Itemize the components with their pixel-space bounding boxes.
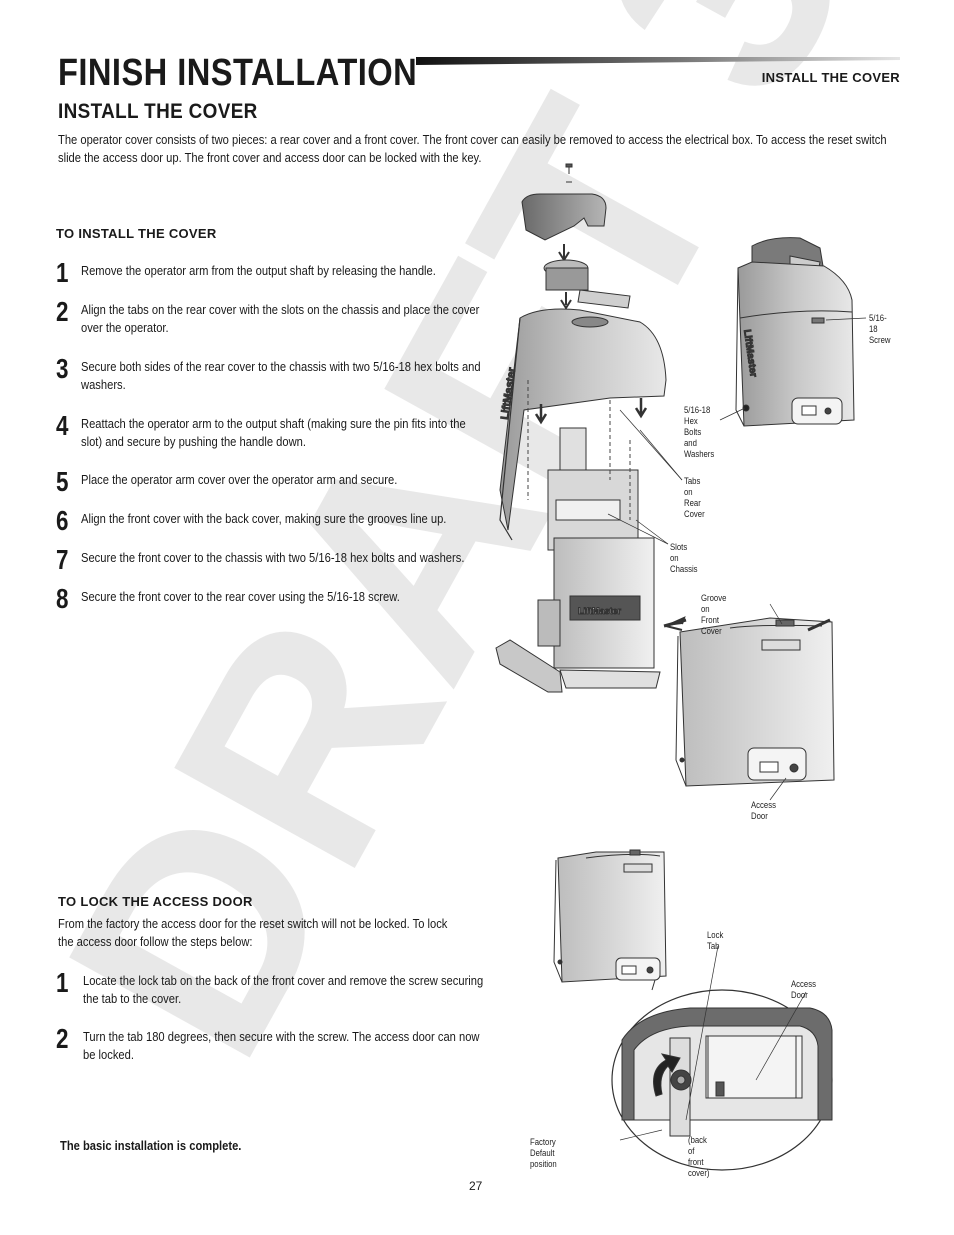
callout-lock-tab: Lock Tab: [707, 930, 724, 951]
step-text: Turn the tab 180 degrees, then secure wi…: [83, 1029, 480, 1062]
step-text: Secure the front cover to the chassis wi…: [81, 550, 465, 565]
output-shaft: [543, 259, 631, 309]
chassis: LiftMaster: [495, 427, 661, 693]
completion-note: The basic installation is complete.: [60, 1138, 242, 1153]
callout-tabs: Tabs on Rear Cover: [684, 476, 705, 519]
lock-intro: From the factory the access door for the…: [58, 916, 448, 949]
callout-leaders: [607, 317, 867, 1141]
step-number: 2: [56, 296, 69, 327]
callout-line: Hex Bolts: [684, 416, 702, 437]
section-intro: The operator cover consists of two piece…: [58, 132, 887, 165]
callout-screw: 5/16-18 Screw: [869, 313, 891, 346]
install-heading: TO INSTALL THE COVER: [56, 226, 217, 241]
step-number: 1: [56, 967, 69, 998]
step-number: 1: [56, 257, 69, 288]
callout-access-door: Access Door: [751, 800, 776, 821]
header-section-label: INSTALL THE COVER: [761, 70, 900, 85]
step-text: Reattach the operator arm to the output …: [81, 416, 466, 449]
callout-hex-bolts: 5/16-18 Hex Bolts and Washers: [684, 405, 714, 460]
step-text: Remove the operator arm from the output …: [81, 263, 436, 278]
step-number: 3: [56, 353, 69, 384]
callout-groove: Groove on Front Cover: [701, 593, 727, 636]
page-title: FINISH INSTALLATION: [58, 52, 418, 94]
callout-line: 5/16-18: [869, 313, 887, 334]
step-text: Locate the lock tab on the back of the f…: [83, 973, 484, 1006]
callout-line: and Washers: [684, 438, 715, 459]
arm-cover: [521, 193, 607, 241]
step-text: Align the tabs on the rear cover with th…: [81, 302, 480, 335]
assembled-operator-illustration: LiftMaster: [735, 237, 855, 427]
step-number: 8: [56, 583, 69, 614]
callout-back-of-cover: (back of front cover): [688, 1135, 710, 1178]
callout-factory-default: Factory Default position: [530, 1137, 557, 1169]
rear-cover: [499, 308, 667, 531]
callout-line: 5/16-18: [684, 405, 711, 415]
callout-access-door-lock: Access Door: [791, 979, 816, 1000]
exploded-assembly-illustration: LiftMaster LiftMaster: [495, 163, 667, 693]
step-text: Align the front cover with the back cove…: [81, 511, 447, 526]
section-title: INSTALL THE COVER: [58, 100, 258, 123]
rotate-arrow-icon: [653, 1053, 681, 1097]
lock-heading: TO LOCK THE ACCESS DOOR: [58, 894, 253, 909]
callout-line: Screw: [869, 335, 891, 345]
lock-diagram-illustration: [553, 849, 833, 1171]
step-number: 6: [56, 505, 69, 536]
step-number: 4: [56, 410, 69, 441]
step-text: Place the operator arm cover over the op…: [81, 472, 398, 487]
step-number: 5: [56, 466, 69, 497]
header-rule: [416, 57, 900, 65]
page-number: 27: [469, 1179, 483, 1193]
callout-slots: Slots on Chassis: [670, 542, 698, 574]
screw-icon: [565, 163, 573, 183]
step-text: Secure the front cover to the rear cover…: [81, 589, 400, 604]
step-number: 2: [56, 1023, 69, 1054]
step-number: 7: [56, 544, 69, 575]
front-cover-illustration: [663, 616, 835, 787]
step-text: Secure both sides of the rear cover to t…: [81, 359, 481, 392]
svg-text:LiftMaster: LiftMaster: [578, 606, 622, 616]
